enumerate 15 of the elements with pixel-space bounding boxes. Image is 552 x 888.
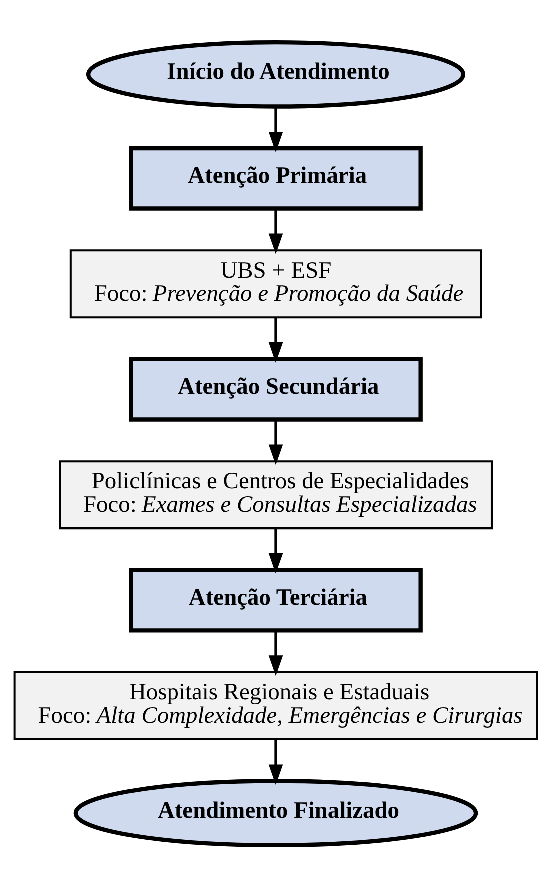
node-box: Atenção Terciária	[129, 568, 423, 633]
node-ellipse: Início do Atendimento	[86, 40, 466, 109]
arrow	[268, 420, 284, 466]
arrow	[268, 209, 284, 254]
arrow	[268, 107, 284, 153]
node-ellipse: Atendimento Finalizado	[74, 779, 478, 848]
arrow	[268, 740, 284, 786]
node-box: Atenção Primária	[129, 146, 423, 211]
node-box: Policlínicas e Centros de Especialidades Foco: Exames e Consultas Especializadas	[59, 460, 493, 530]
node-box: Hospitais Regionais e Estaduais Foco: Alta Complexidade, Emergências e Cirurgias	[14, 672, 538, 741]
node-box: Atenção Secundária	[129, 357, 423, 422]
arrow	[268, 631, 284, 676]
node-box: UBS + ESF Foco: Prevenção e Promoção da Saúde	[70, 250, 482, 319]
arrow	[268, 529, 284, 574]
arrow	[268, 318, 284, 363]
